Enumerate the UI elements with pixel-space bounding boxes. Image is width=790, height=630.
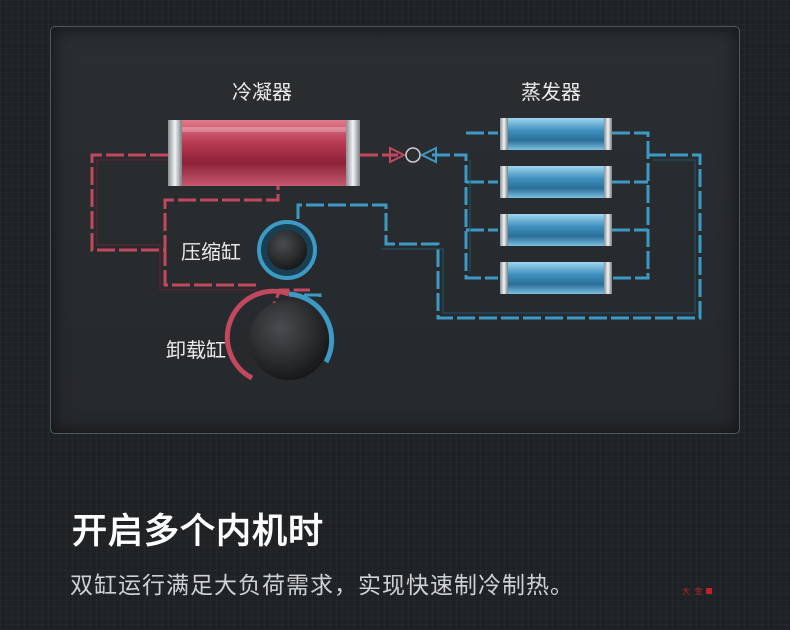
evaporator-label: 蒸发器	[521, 80, 581, 104]
condenser-label: 冷凝器	[232, 80, 292, 104]
evaporator-1	[500, 118, 612, 150]
unloading-cylinder	[224, 288, 335, 381]
brand-square-icon	[705, 588, 712, 594]
headline: 开启多个内机时	[72, 512, 325, 552]
compressor-cylinder-label: 压缩缸	[181, 240, 241, 264]
unloading-cylinder-label: 卸载缸	[166, 338, 226, 362]
evaporator-3	[500, 214, 612, 246]
brand-watermark-text: 大 金	[682, 587, 704, 596]
subheadline: 双缸运行满足大负荷需求，实现快速制冷制热。	[70, 573, 574, 599]
evaporator-2	[500, 166, 612, 198]
brand-watermark: 大 金	[682, 586, 712, 597]
expansion-valve	[389, 146, 437, 164]
cold-pipes	[296, 131, 702, 320]
compressor-cylinder	[257, 220, 317, 280]
evaporator-4	[500, 262, 612, 294]
condenser	[168, 120, 360, 186]
evaporators	[500, 118, 612, 294]
